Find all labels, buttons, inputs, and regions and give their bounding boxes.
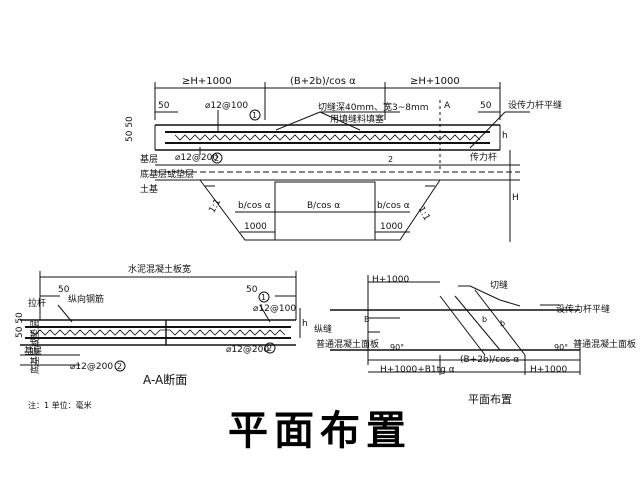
aa-rebar-12-100: ⌀12@100 (253, 304, 296, 314)
dim-h1000-right: ≥H+1000 (410, 76, 460, 87)
letter-a-top: A (444, 101, 451, 111)
aa-subbase: 底基层或垫层 (29, 320, 41, 374)
plan-b3-letter: b (500, 319, 505, 328)
plan-h1000-bottom: H+1000 (530, 365, 567, 375)
rebar-arrows-top (174, 134, 481, 141)
b-cos-left: b/cos α (238, 201, 271, 211)
plan-view (330, 275, 581, 375)
subbase-label: 底基层或垫层 (140, 168, 194, 180)
plan-b2b-dim: (B+2b)/cos α (460, 355, 519, 365)
longitudinal-rebar-label: 纵向钢筋 (68, 293, 104, 305)
rebar-arrows-aa (29, 329, 286, 336)
aa-dim-50-50: 50 50 (15, 312, 25, 338)
plan-title: 平面布置 (468, 393, 512, 406)
tie-bar-label: 拉杆 (28, 297, 46, 309)
rebar-12-100-top: ⌀12@100 (205, 101, 248, 111)
plan-ordinary-slab-right: 普通混凝土面板 (573, 338, 636, 350)
letter-2-top: 2 (388, 155, 393, 164)
aa-circle-2-right: 2 (267, 344, 272, 353)
b-cos-right: b/cos α (377, 201, 410, 211)
aa-circle-2-bottom: 2 (117, 362, 122, 371)
plan-h1000-btg: H+1000+B1tg α (380, 365, 455, 375)
plan-b-letter: B (364, 315, 370, 324)
dim-h1000-left: ≥H+1000 (182, 76, 232, 87)
plan-cut-label: 切缝 (490, 279, 508, 291)
page-title: 平面布置 (228, 408, 412, 454)
dim-b2b-top: (B+2b)/cos α (290, 76, 356, 87)
aa-rebar-12-200-bottom: ⌀12@200 (70, 362, 113, 372)
plan-angle-right: 90° (554, 343, 568, 352)
dim-50-50-side: 50 50 (125, 116, 135, 142)
fill-material-label: 用填缝料填塞 (330, 113, 384, 125)
cut-joint-label: 切缝深40mm、宽3~8mm (318, 101, 429, 113)
dim-1000-left: 1000 (244, 222, 267, 232)
force-rod-label: 传力杆 (470, 151, 497, 163)
plan-angle-left: 90° (390, 343, 404, 352)
dim-50-left: 50 (158, 101, 170, 111)
plan-force-rod-label: 设传力杆平缝 (556, 303, 610, 315)
circle-2-top: 2 (214, 154, 219, 163)
slab-width-label: 水泥混凝土板宽 (128, 263, 191, 275)
letter-h-top: h (502, 131, 508, 141)
rebar-12-200-top: ⌀12@200 (175, 153, 218, 163)
aa-rebar-12-200-right: ⌀12@200 (226, 345, 269, 355)
aa-base-layer: 基层 (24, 345, 42, 357)
note-label: 注：1 单位：毫米 (28, 400, 92, 410)
aa-section (20, 271, 301, 372)
circle-1-top: 1 (252, 111, 257, 120)
force-rod-joint-label: 设传力杆平缝 (508, 99, 562, 111)
slope-left: 1:1 (207, 197, 223, 215)
letter-h-right: H (512, 193, 519, 203)
top-section (154, 82, 530, 242)
slope-right: 1:1 (415, 205, 431, 223)
plan-h1000-top: H+1000 (372, 275, 409, 285)
B-cos-middle: B/cos α (307, 201, 340, 211)
soil-label: 土基 (140, 183, 158, 195)
section-title: A-A断面 (143, 372, 187, 387)
plan-longi-joint: 纵缝 (314, 323, 332, 335)
dim-1000-right: 1000 (380, 222, 403, 232)
aa-dim-50-left: 50 (58, 285, 70, 295)
aa-dim-50-right: 50 (246, 285, 258, 295)
dim-50-right: 50 (480, 101, 492, 111)
plan-ordinary-slab-left: 普通混凝土面板 (316, 338, 379, 350)
base-layer-label: 基层 (140, 153, 158, 165)
plan-b2-letter: b (482, 315, 487, 324)
aa-letter-h: h (302, 319, 308, 329)
aa-circle-1: 1 (261, 293, 266, 302)
